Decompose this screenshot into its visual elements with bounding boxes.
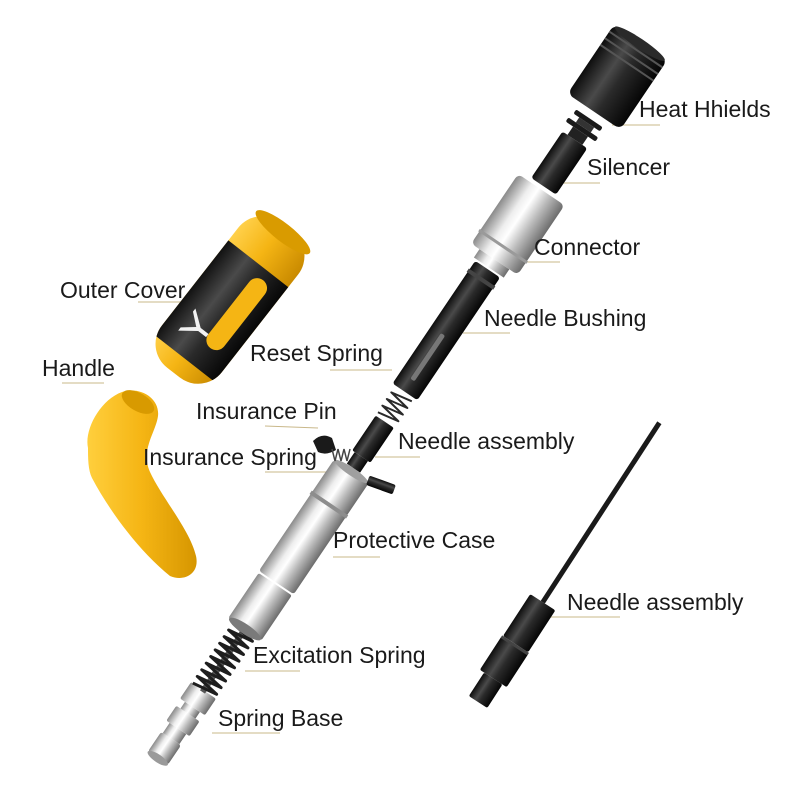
outer-cover-grip xyxy=(152,239,290,383)
needle-assembly-detail-part xyxy=(469,421,662,708)
needle-bushing-ring xyxy=(466,268,496,290)
label-needle-assembly: Needle assembly xyxy=(398,428,575,454)
silencer-neck-2 xyxy=(575,117,595,133)
outer-cover-yellow-panel xyxy=(206,278,268,351)
spring-base-nut xyxy=(180,682,216,715)
needle-detail-band xyxy=(500,635,529,656)
outer-cover-black-section xyxy=(152,239,290,383)
connector-part xyxy=(473,175,563,278)
outer-cover-part xyxy=(152,210,311,384)
heat-shields-cap xyxy=(614,26,665,61)
heat-shields-part xyxy=(570,26,665,127)
retaining-pin-part xyxy=(366,476,396,494)
excitation-spring-coil xyxy=(192,622,254,696)
tool-assembly xyxy=(147,26,665,766)
needle-bushing-part xyxy=(393,261,499,400)
label-outer-cover: Outer Cover xyxy=(60,277,186,303)
heat-shields-rib xyxy=(599,44,655,82)
label-protective-case: Protective Case xyxy=(333,527,496,553)
label-silencer: Silencer xyxy=(587,154,671,180)
insurance-spring-coil xyxy=(331,448,351,462)
needle-assembly-part xyxy=(346,416,394,473)
label-insurance-pin: Insurance Pin xyxy=(196,398,337,424)
label-insurance-spring: Insurance Spring xyxy=(143,444,317,470)
reset-spring-part xyxy=(377,391,413,423)
insurance-pin-part xyxy=(313,435,336,454)
handle-part xyxy=(87,390,197,578)
outer-cover-opening xyxy=(255,210,311,255)
needle-detail-rod xyxy=(540,421,662,604)
lower-sleeve-part xyxy=(228,573,291,641)
needle-detail-end xyxy=(469,673,502,708)
heat-shields-rib xyxy=(608,30,663,69)
label-heat-shields: Heat Hhields xyxy=(639,96,771,122)
connector-body xyxy=(473,175,563,273)
spring-base-neck xyxy=(162,722,187,745)
connector-ring xyxy=(478,228,528,264)
protective-case-part xyxy=(260,459,368,594)
insurance-spring-part xyxy=(331,448,351,462)
needle-detail-block-1 xyxy=(480,637,528,687)
label-needle-assembly-detail: Needle assembly xyxy=(567,589,744,615)
retaining-pin-body xyxy=(366,476,396,494)
needle-detail-block-2 xyxy=(503,594,555,652)
label-excitation-spring: Excitation Spring xyxy=(253,642,426,668)
insurance-pin-cone xyxy=(313,435,336,454)
needle-assembly-stem xyxy=(346,452,368,473)
spring-base-end xyxy=(147,750,168,766)
silencer-ring-2 xyxy=(574,110,602,131)
heat-shields-rib xyxy=(604,37,659,75)
label-handle: Handle xyxy=(42,355,115,381)
leader-line-insurance-pin xyxy=(264,425,319,429)
label-connector: Connector xyxy=(534,234,641,260)
protective-case-opening xyxy=(334,459,368,484)
leader-lines xyxy=(62,124,660,734)
brand-logo-icon xyxy=(178,308,209,338)
protective-case-body xyxy=(260,460,368,594)
lower-sleeve-opening xyxy=(228,617,261,641)
label-needle-bushing: Needle Bushing xyxy=(484,305,647,331)
reset-spring-coil xyxy=(377,391,413,423)
needle-bushing-slot xyxy=(411,333,445,381)
protective-case-ring xyxy=(309,490,349,519)
silencer-neck xyxy=(567,126,588,145)
connector-neck xyxy=(473,249,510,278)
handle-body xyxy=(87,390,197,578)
needle-assembly-body xyxy=(352,416,394,462)
spring-base-neck-2 xyxy=(180,701,200,719)
handle-opening xyxy=(121,390,155,414)
spring-base-collar xyxy=(167,706,199,736)
silencer-part xyxy=(532,110,602,194)
silencer-ring-1 xyxy=(566,118,598,141)
label-spring-base: Spring Base xyxy=(218,705,344,731)
excitation-spring-part xyxy=(192,622,254,696)
label-reset-spring: Reset Spring xyxy=(250,340,383,366)
silencer-body xyxy=(532,132,587,194)
spring-base-part xyxy=(147,682,216,766)
